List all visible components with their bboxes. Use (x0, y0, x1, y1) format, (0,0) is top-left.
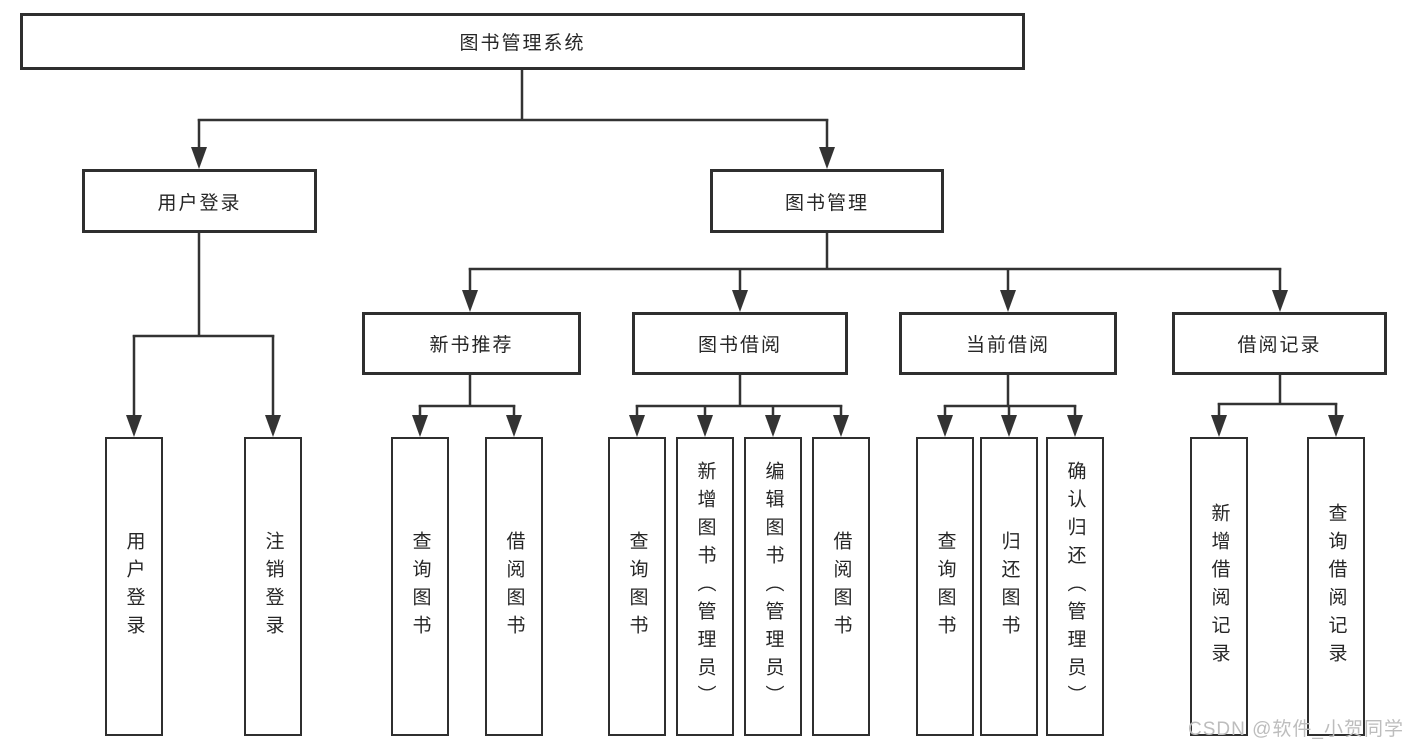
node-label: 查询图书 (409, 530, 431, 643)
node-label: 查询图书 (934, 530, 956, 643)
node-book-management: 图书管理 (710, 169, 944, 233)
leaf-query-book-3: 查询图书 (916, 437, 974, 736)
node-label: 编辑图书（管理员） (762, 460, 784, 713)
leaf-query-book-1: 查询图书 (391, 437, 449, 736)
leaf-add-borrow-record: 新增借阅记录 (1190, 437, 1248, 736)
leaf-confirm-return-admin: 确认归还（管理员） (1046, 437, 1104, 736)
node-borrow-record: 借阅记录 (1172, 312, 1387, 375)
node-label: 图书借阅 (697, 335, 782, 356)
node-label: 借阅图书 (830, 530, 852, 643)
node-label: 用户登录 (123, 530, 145, 643)
node-book-borrow: 图书借阅 (632, 312, 848, 375)
node-label: 图书管理 (784, 192, 869, 214)
leaf-query-book-2: 查询图书 (608, 437, 666, 736)
leaf-borrow-book-2: 借阅图书 (812, 437, 870, 736)
leaf-user-login: 用户登录 (105, 437, 163, 736)
leaf-add-book-admin: 新增图书（管理员） (676, 437, 734, 736)
node-label: 新增借阅记录 (1208, 502, 1230, 671)
leaf-edit-book-admin: 编辑图书（管理员） (744, 437, 802, 736)
node-label: 当前借阅 (965, 335, 1050, 356)
node-label: 查询借阅记录 (1325, 502, 1347, 671)
node-label: 归还图书 (998, 530, 1020, 643)
leaf-borrow-book-1: 借阅图书 (485, 437, 543, 736)
node-label: 确认归还（管理员） (1064, 460, 1086, 713)
node-new-book-recommend: 新书推荐 (362, 312, 581, 375)
node-label: 新增图书（管理员） (694, 460, 716, 713)
node-label: 新书推荐 (429, 335, 514, 356)
node-label: 借阅记录 (1237, 335, 1322, 356)
leaf-return-book: 归还图书 (980, 437, 1038, 736)
node-label: 用户登录 (157, 192, 242, 214)
node-label: 查询图书 (626, 530, 648, 643)
node-library-system: 图书管理系统 (20, 13, 1025, 70)
node-label: 注销登录 (262, 530, 284, 643)
node-user-login: 用户登录 (82, 169, 317, 233)
node-label: 借阅图书 (503, 530, 525, 643)
watermark: CSDN @软件_小贺同学 (1188, 719, 1404, 740)
node-current-borrow: 当前借阅 (899, 312, 1117, 375)
leaf-logout: 注销登录 (244, 437, 302, 736)
leaf-query-borrow-record: 查询借阅记录 (1307, 437, 1365, 736)
node-label: 图书管理系统 (459, 33, 586, 54)
